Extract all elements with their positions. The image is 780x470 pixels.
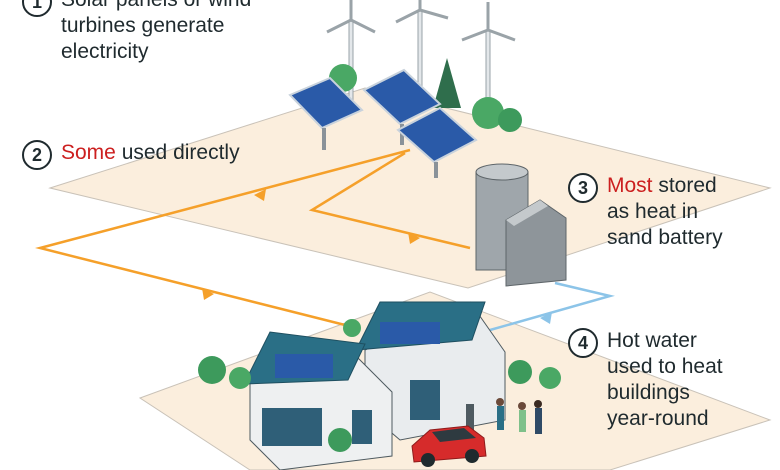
arrow-icon — [254, 189, 266, 201]
step-4-text: Hot water used to heat buildings year-ro… — [607, 329, 723, 430]
hot-water-flow — [489, 281, 615, 332]
solar-panel-icon — [396, 106, 478, 178]
step-2-text: used directly — [115, 141, 240, 164]
flow-arrows — [202, 189, 420, 300]
step-3-highlight: Most — [607, 174, 653, 197]
people-icon — [496, 398, 542, 434]
step-2-highlight: Some — [61, 141, 116, 164]
car-icon — [411, 425, 487, 467]
arrow-icon — [408, 232, 420, 244]
storage-line — [308, 151, 471, 250]
step-3: 3 Most stored as heat in sand battery — [568, 173, 723, 251]
solar-panel-array — [288, 68, 478, 178]
step-1: 1 Solar panels or wind turbines generate… — [22, 0, 251, 65]
trees-bottom — [198, 319, 561, 452]
step-1-text: Solar panels or wind turbines generate e… — [61, 0, 251, 63]
step-3-text: stored as heat in sand battery — [607, 174, 723, 249]
top-ground-plane — [48, 87, 772, 289]
houses — [243, 301, 506, 470]
solar-panel-icon — [288, 76, 364, 150]
step-number-2: 2 — [22, 140, 52, 170]
step-4: 4 Hot water used to heat buildings year-… — [568, 328, 723, 432]
direct-use-line — [35, 148, 411, 327]
step-2: 2 Some used directly — [22, 140, 240, 170]
step-number-1: 1 — [22, 0, 52, 17]
arrow-icon — [540, 312, 552, 324]
sand-battery-icon — [475, 163, 567, 287]
electricity-flow — [35, 148, 471, 327]
arrow-icon — [202, 288, 214, 300]
step-number-3: 3 — [568, 173, 598, 203]
step-number-4: 4 — [568, 328, 598, 358]
house-icon — [243, 331, 393, 470]
